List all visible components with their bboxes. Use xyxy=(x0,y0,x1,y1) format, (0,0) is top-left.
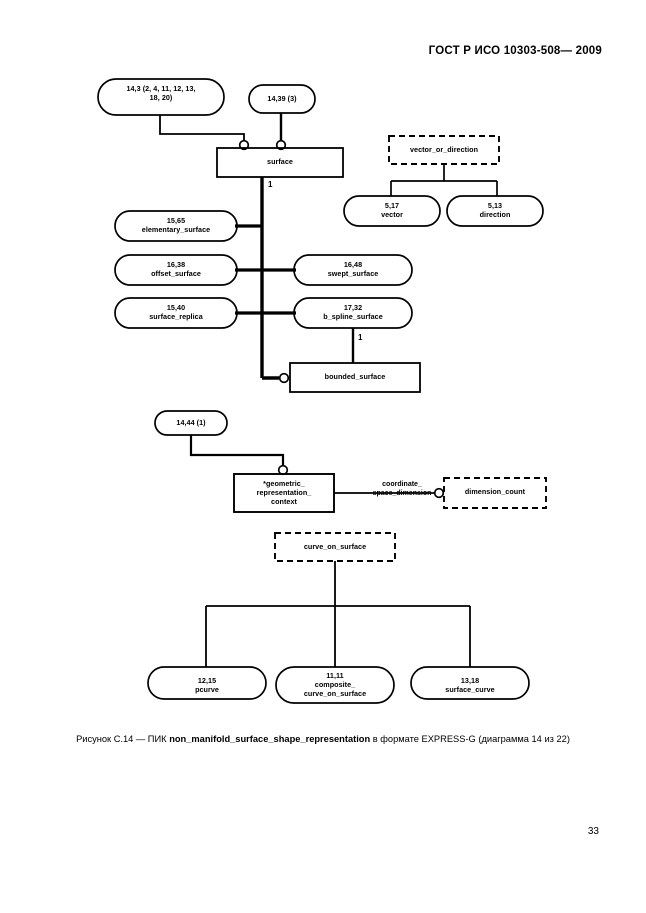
node-shape-surface xyxy=(216,147,344,178)
node-shape-ref-14-44 xyxy=(154,410,228,436)
node-shape-surface-curve xyxy=(410,666,530,700)
node-shape-offset-surface xyxy=(114,254,238,286)
node-shape-b-spline-surface xyxy=(293,297,413,329)
node-shape-elementary-surface xyxy=(114,210,238,242)
node-shape-ref-14-39 xyxy=(248,84,316,114)
cardinality-b-spline-to-bounded: 1 xyxy=(358,333,363,342)
caption-entity-name: non_manifold_surface_shape_representatio… xyxy=(169,734,371,744)
node-shape-vector xyxy=(343,195,441,227)
node-shape-ref-14-3 xyxy=(97,78,225,116)
node-shape-bounded-surface xyxy=(289,362,421,393)
edge-label-coordinate-space-dimension: coordinate_ space_dimension xyxy=(372,481,432,497)
page-number: 33 xyxy=(587,826,599,837)
standard-header-title: ГОСТ Р ИСО 10303-508— 2009 xyxy=(428,45,602,57)
node-shape-dimension-count xyxy=(443,477,547,509)
node-shape-curve-on-surface xyxy=(274,532,396,562)
node-shape-surface-replica xyxy=(114,297,238,329)
node-shape-composite-curve-on-surface xyxy=(275,666,395,704)
node-shape-direction xyxy=(446,195,544,227)
cardinality-surface-trunk: 1 xyxy=(268,180,273,189)
caption-suffix: в формате EXPRESS-G (диаграмма 14 из 22) xyxy=(370,734,570,744)
figure-caption: Рисунок С.14 — ПИК non_manifold_surface_… xyxy=(0,733,646,746)
node-shape-pcurve xyxy=(147,666,267,700)
node-shape-swept-surface xyxy=(293,254,413,286)
node-shape-vector-or-direction xyxy=(388,135,500,165)
caption-prefix: Рисунок С.14 — ПИК xyxy=(76,734,170,744)
node-shape-geometric-representation-context xyxy=(233,473,335,513)
